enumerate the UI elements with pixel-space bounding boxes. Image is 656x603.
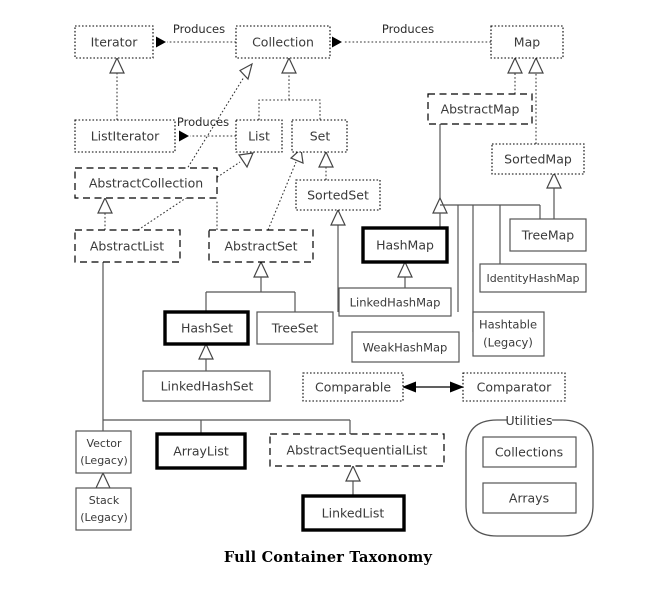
node-arrays-label: Arrays: [509, 491, 549, 506]
node-map[interactable]: Map: [490, 25, 564, 59]
edge-linkedhashset-to-hashset: [198, 342, 214, 371]
edge-list-set-to-collection: [258, 56, 321, 120]
node-abstractset[interactable]: AbstractSet: [208, 229, 314, 263]
node-weakhashmap-label: WeakHashMap: [363, 341, 448, 355]
node-sortedmap[interactable]: SortedMap: [491, 143, 585, 175]
node-abstractcollection[interactable]: AbstractCollection: [74, 167, 218, 199]
edge-abstractmap-subclasses-bus: [432, 124, 541, 332]
node-iterator-label: Iterator: [91, 35, 139, 50]
node-collection-label: Collection: [252, 35, 314, 50]
utilities-group-label: Utilities: [505, 413, 552, 428]
edge-label-produces-listiterator: Produces: [177, 115, 229, 129]
node-arraylist[interactable]: ArrayList: [155, 432, 247, 470]
edge-sortedmap-to-map: [528, 56, 544, 144]
utilities-group: Utilities Collections Arrays: [465, 413, 594, 537]
node-treemap-label: TreeMap: [521, 228, 574, 243]
node-collections-label: Collections: [495, 445, 563, 460]
edges-layer: [95, 36, 562, 496]
node-weakhashmap[interactable]: WeakHashMap: [351, 331, 460, 363]
node-list[interactable]: List: [235, 119, 283, 153]
node-hashmap[interactable]: HashMap: [361, 226, 449, 264]
node-sortedset[interactable]: SortedSet: [295, 179, 381, 211]
node-map-label: Map: [514, 35, 540, 50]
node-vector[interactable]: Vector (Legacy): [75, 430, 132, 474]
node-set-label: Set: [310, 129, 331, 144]
node-comparator[interactable]: Comparator: [462, 372, 566, 402]
edge-labels-layer: Produces Produces Produces: [173, 22, 434, 129]
edge-stack-to-vector: [95, 471, 111, 489]
node-linkedhashset[interactable]: LinkedHashSet: [142, 370, 271, 402]
node-linkedhashmap[interactable]: LinkedHashMap: [338, 287, 452, 317]
node-comparator-label: Comparator: [477, 380, 552, 395]
node-abstractcollection-label: AbstractCollection: [89, 176, 203, 191]
edge-treeset-to-sortedset: [330, 208, 346, 312]
figure-caption: Full Container Taxonomy: [223, 549, 433, 566]
edge-linkedhashmap-to-hashmap: [397, 260, 413, 288]
edge-linkedlist-to-abstractsequentiallist: [345, 464, 361, 496]
edge-treemap-to-sortedmap: [546, 171, 562, 219]
node-comparable[interactable]: Comparable: [302, 372, 404, 402]
node-stack-label-line2: (Legacy): [80, 511, 128, 524]
node-abstractmap-label: AbstractMap: [441, 102, 520, 117]
node-hashset[interactable]: HashSet: [163, 310, 250, 346]
edge-abstractmap-to-map: [507, 56, 523, 94]
node-arrays[interactable]: Arrays: [482, 482, 577, 514]
node-linkedlist-label: LinkedList: [322, 506, 385, 521]
node-abstractset-label: AbstractSet: [225, 239, 298, 254]
node-iterator[interactable]: Iterator: [74, 25, 154, 59]
edge-label-produces-iterator: Produces: [173, 22, 225, 36]
edge-map-produces-collection: [332, 36, 491, 48]
node-hashtable[interactable]: Hashtable (Legacy): [472, 311, 545, 357]
node-hashtable-label-line1: Hashtable: [479, 318, 537, 332]
edge-collection-produces-iterator: [156, 36, 236, 48]
edge-list-produces-listiterator: [179, 130, 236, 142]
node-linkedhashmap-label: LinkedHashMap: [350, 296, 441, 310]
node-arraylist-label: ArrayList: [173, 444, 229, 459]
node-sortedmap-label: SortedMap: [504, 152, 572, 167]
edge-abstractset-subclasses-bus: [205, 260, 296, 312]
node-set[interactable]: Set: [291, 119, 348, 153]
node-comparable-label: Comparable: [315, 380, 391, 395]
node-treemap[interactable]: TreeMap: [509, 218, 587, 252]
edge-comparable-comparator: [402, 381, 464, 393]
node-treeset-label: TreeSet: [271, 321, 319, 336]
node-vector-label-line1: Vector: [86, 437, 122, 450]
node-collection[interactable]: Collection: [235, 25, 331, 59]
node-abstractmap[interactable]: AbstractMap: [427, 93, 533, 125]
edge-listiterator-to-iterator: [109, 56, 125, 120]
node-hashmap-label: HashMap: [376, 238, 434, 253]
node-treeset[interactable]: TreeSet: [256, 311, 334, 345]
node-stack-label-line1: Stack: [89, 494, 120, 507]
node-stack[interactable]: Stack (Legacy): [75, 487, 132, 531]
node-hashset-label: HashSet: [181, 321, 233, 336]
node-abstractlist[interactable]: AbstractList: [74, 229, 181, 263]
node-abstractsequentiallist-label: AbstractSequentialList: [287, 443, 428, 458]
edge-abstractlist-to-abstractcollection: [97, 196, 113, 230]
node-list-label: List: [248, 129, 270, 144]
edge-abstractlist-subclasses-bus: [102, 262, 351, 434]
node-linkedhashset-label: LinkedHashSet: [161, 379, 254, 394]
edge-label-produces-map: Produces: [382, 22, 434, 36]
node-linkedlist[interactable]: LinkedList: [301, 494, 406, 532]
node-listiterator[interactable]: ListIterator: [74, 119, 176, 153]
edge-abstractcollection-to-collection: [171, 62, 253, 194]
node-sortedset-label: SortedSet: [307, 188, 369, 203]
node-collections[interactable]: Collections: [482, 436, 577, 468]
node-identityhashmap[interactable]: IdentityHashMap: [479, 263, 587, 293]
node-abstractsequentiallist[interactable]: AbstractSequentialList: [269, 433, 445, 467]
node-identityhashmap-label: IdentityHashMap: [486, 272, 579, 285]
edge-sortedset-to-set: [318, 150, 334, 180]
node-abstractlist-label: AbstractList: [90, 239, 164, 254]
node-vector-label-line2: (Legacy): [80, 454, 128, 467]
node-listiterator-label: ListIterator: [91, 129, 160, 144]
node-hashtable-label-line2: (Legacy): [483, 336, 533, 350]
